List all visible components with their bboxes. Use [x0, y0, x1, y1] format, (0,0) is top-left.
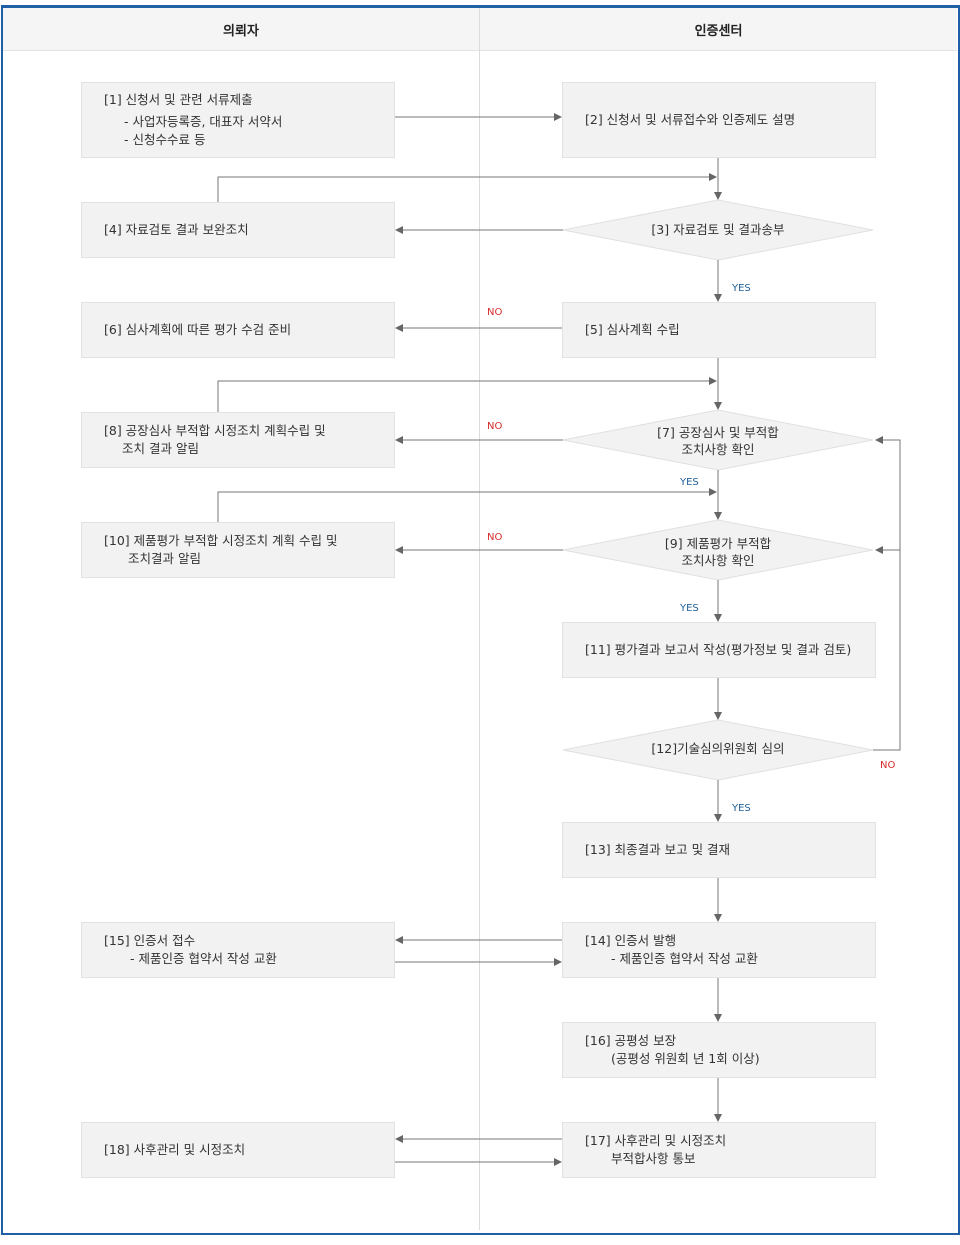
step-14-sub: - 제품인증 협약서 작성 교환	[611, 951, 758, 966]
no-label-9: NO	[487, 532, 503, 543]
step-1-sub1: - 사업자등록증, 대표자 서약서	[124, 114, 283, 129]
step-18-box: [18] 사후관리 및 시정조치	[81, 1122, 395, 1178]
column-header-center: 인증센터	[480, 8, 957, 51]
step-1-sub2: - 신청수수료 등	[124, 132, 206, 147]
no-label-12: NO	[880, 760, 896, 771]
step-5-title: [5] 심사계획 수립	[585, 322, 680, 337]
step-18-title: [18] 사후관리 및 시정조치	[104, 1142, 246, 1157]
no-label-7: NO	[487, 421, 503, 432]
step-14-box: [14] 인증서 발행 - 제품인증 협약서 작성 교환	[562, 922, 876, 978]
decision-9-line1: [9] 제품평가 부적합	[664, 536, 772, 551]
yes-label-9: YES	[680, 603, 699, 614]
decision-7-shape	[562, 409, 874, 471]
step-2-box: [2] 신청서 및 서류접수와 인증제도 설명	[562, 82, 876, 158]
column-divider	[479, 8, 480, 1230]
arrow-4-return	[217, 173, 717, 202]
step-8-line1: [8] 공장심사 부적합 시정조치 계획수립 및	[104, 423, 326, 438]
step-16-box: [16] 공평성 보장 (공평성 위원회 년 1회 이상)	[562, 1022, 876, 1078]
step-16-title: [16] 공평성 보장	[585, 1033, 677, 1048]
step-17-sub: 부적합사항 통보	[611, 1151, 696, 1166]
step-13-title: [13] 최종결과 보고 및 결재	[585, 842, 731, 857]
step-17-box: [17] 사후관리 및 시정조치 부적합사항 통보	[562, 1122, 876, 1178]
step-4-title: [4] 자료검토 결과 보완조치	[104, 222, 249, 237]
step-10-line1: [10] 제품평가 부적합 시정조치 계획 수립 및	[104, 533, 338, 548]
yes-label-8: YES	[680, 477, 699, 488]
no-label-5: NO	[487, 307, 503, 318]
step-1-box: [1] 신청서 및 관련 서류제출 - 사업자등록증, 대표자 서약서 - 신청…	[81, 82, 395, 158]
step-6-box: [6] 심사계획에 따른 평가 수검 준비	[81, 302, 395, 358]
decision-7-label: [7] 공장심사 및 부적합 조치사항 확인	[562, 424, 874, 458]
step-11-box: [11] 평가결과 보고서 작성(평가정보 및 결과 검토)	[562, 622, 876, 678]
step-17-title: [17] 사후관리 및 시정조치	[585, 1133, 727, 1148]
decision-3-label: [3] 자료검토 및 결과송부	[651, 222, 785, 237]
step-6-title: [6] 심사계획에 따른 평가 수검 준비	[104, 322, 292, 337]
decision-7-line2: 조치사항 확인	[681, 442, 755, 457]
step-16-sub: (공평성 위원회 년 1회 이상)	[611, 1051, 760, 1066]
step-10-box: [10] 제품평가 부적합 시정조치 계획 수립 및 조치결과 알림	[81, 522, 395, 578]
decision-9-line2: 조치사항 확인	[681, 553, 755, 568]
step-15-box: [15] 인증서 접수 - 제품인증 협약서 작성 교환	[81, 922, 395, 978]
decision-9-label: [9] 제품평가 부적합 조치사항 확인	[562, 535, 874, 569]
arrow-12-no-loop	[873, 436, 901, 751]
yes-label-12: YES	[732, 803, 751, 814]
step-8-line2: 조치 결과 알림	[122, 441, 199, 456]
step-1-title: [1] 신청서 및 관련 서류제출	[104, 92, 253, 107]
decision-3-shape	[562, 199, 874, 261]
arrow-8-return	[217, 377, 717, 412]
yes-label-3: YES	[732, 283, 751, 294]
step-15-title: [15] 인증서 접수	[104, 933, 196, 948]
decision-7-line1: [7] 공장심사 및 부적합	[657, 425, 779, 440]
step-13-box: [13] 최종결과 보고 및 결재	[562, 822, 876, 878]
step-8-box: [8] 공장심사 부적합 시정조치 계획수립 및 조치 결과 알림	[81, 412, 395, 468]
step-11-title: [11] 평가결과 보고서 작성(평가정보 및 결과 검토)	[585, 642, 852, 657]
step-5-box: [5] 심사계획 수립	[562, 302, 876, 358]
step-14-title: [14] 인증서 발행	[585, 933, 677, 948]
step-4-box: [4] 자료검토 결과 보완조치	[81, 202, 395, 258]
step-15-sub: - 제품인증 협약서 작성 교환	[130, 951, 277, 966]
arrow-10-return	[217, 488, 717, 522]
column-header-requester: 의뢰자	[3, 8, 479, 51]
decision-12-label: [12]기술심의위원회 심의	[651, 741, 785, 756]
step-2-title: [2] 신청서 및 서류접수와 인증제도 설명	[585, 112, 796, 127]
step-10-line2: 조치결과 알림	[128, 551, 201, 566]
decision-9-shape	[562, 519, 874, 581]
